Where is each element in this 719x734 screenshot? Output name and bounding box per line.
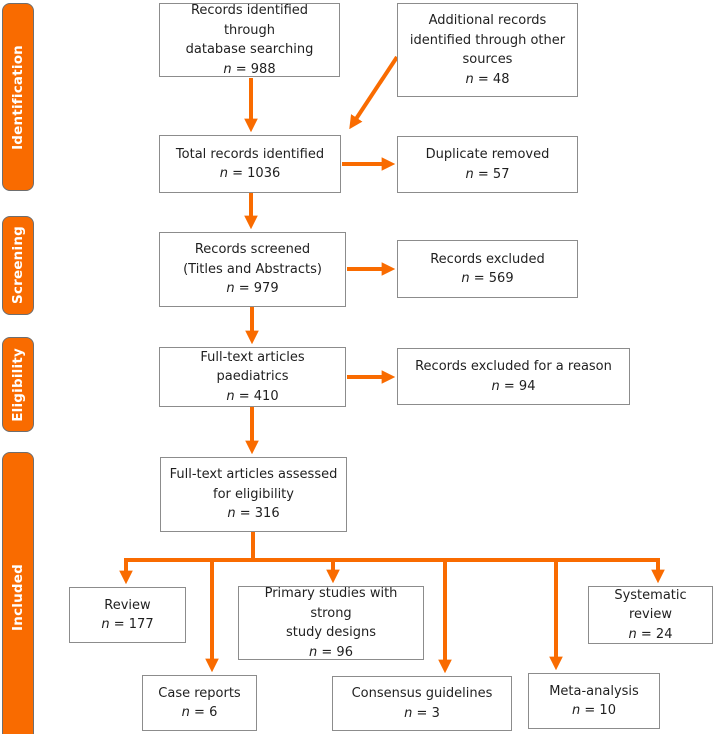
stage-label: Screening [10,226,26,305]
box-count: n = 24 [628,626,673,642]
box-count: n = 48 [465,71,510,87]
box-count: n = 177 [101,617,154,632]
box-records-screened: Records screened(Titles and Abstracts) n… [159,232,346,307]
box-count: n = 316 [227,506,280,522]
box-records-excluded: Records excluded n = 569 [397,240,578,298]
box-count: n = 3 [404,705,440,721]
arrow-additional-to-total [349,55,399,130]
stage-label: Included [10,563,26,631]
box-consensus-guidelines: Consensus guidelines n = 3 [332,676,512,731]
box-count: n = 6 [181,705,218,720]
box-total-records: Total records identified n = 1036 [159,135,341,193]
box-text: Case reports [158,685,241,701]
box-text: Duplicate removed [425,147,550,162]
box-text: Systematic review [614,587,687,623]
box-meta-analysis: Meta-analysis n = 10 [528,673,660,729]
stage-label: Identification [10,44,26,150]
box-fulltext-paediatrics: Full-text articles paediatrics n = 410 [159,347,346,407]
box-text: Total records identified [175,146,325,162]
box-review: Review n = 177 [69,587,186,643]
box-case-reports: Case reports n = 6 [142,675,257,731]
stage-included: Included [2,452,34,734]
box-count: n = 410 [226,388,279,404]
box-duplicate-removed: Duplicate removed n = 57 [397,136,578,193]
box-text: Consensus guidelines [351,686,493,701]
box-text: Records screened(Titles and Abstracts) [183,242,322,277]
box-text: Meta-analysis [549,683,639,699]
box-count: n = 10 [572,703,616,718]
box-count: n = 94 [491,378,536,394]
stage-identification: Identification [2,3,34,191]
box-excluded-for-reason: Records excluded for a reason n = 94 [397,348,630,405]
box-systematic-review: Systematic review n = 24 [588,586,713,644]
stage-eligibility: Eligibility [2,337,34,432]
box-count: n = 979 [226,281,279,297]
box-count: n = 57 [465,166,510,182]
box-text: Review [104,597,151,613]
box-text: Records excluded for a reason [415,359,612,374]
box-text: Records excluded [430,251,545,267]
box-count: n = 988 [223,61,276,77]
box-text: Full-text articles paediatrics [200,349,305,385]
box-count: n = 96 [309,644,353,660]
box-count: n = 1036 [219,166,281,181]
stage-label: Eligibility [10,347,26,422]
box-count: n = 569 [461,271,514,286]
stage-screening: Screening [2,216,34,315]
